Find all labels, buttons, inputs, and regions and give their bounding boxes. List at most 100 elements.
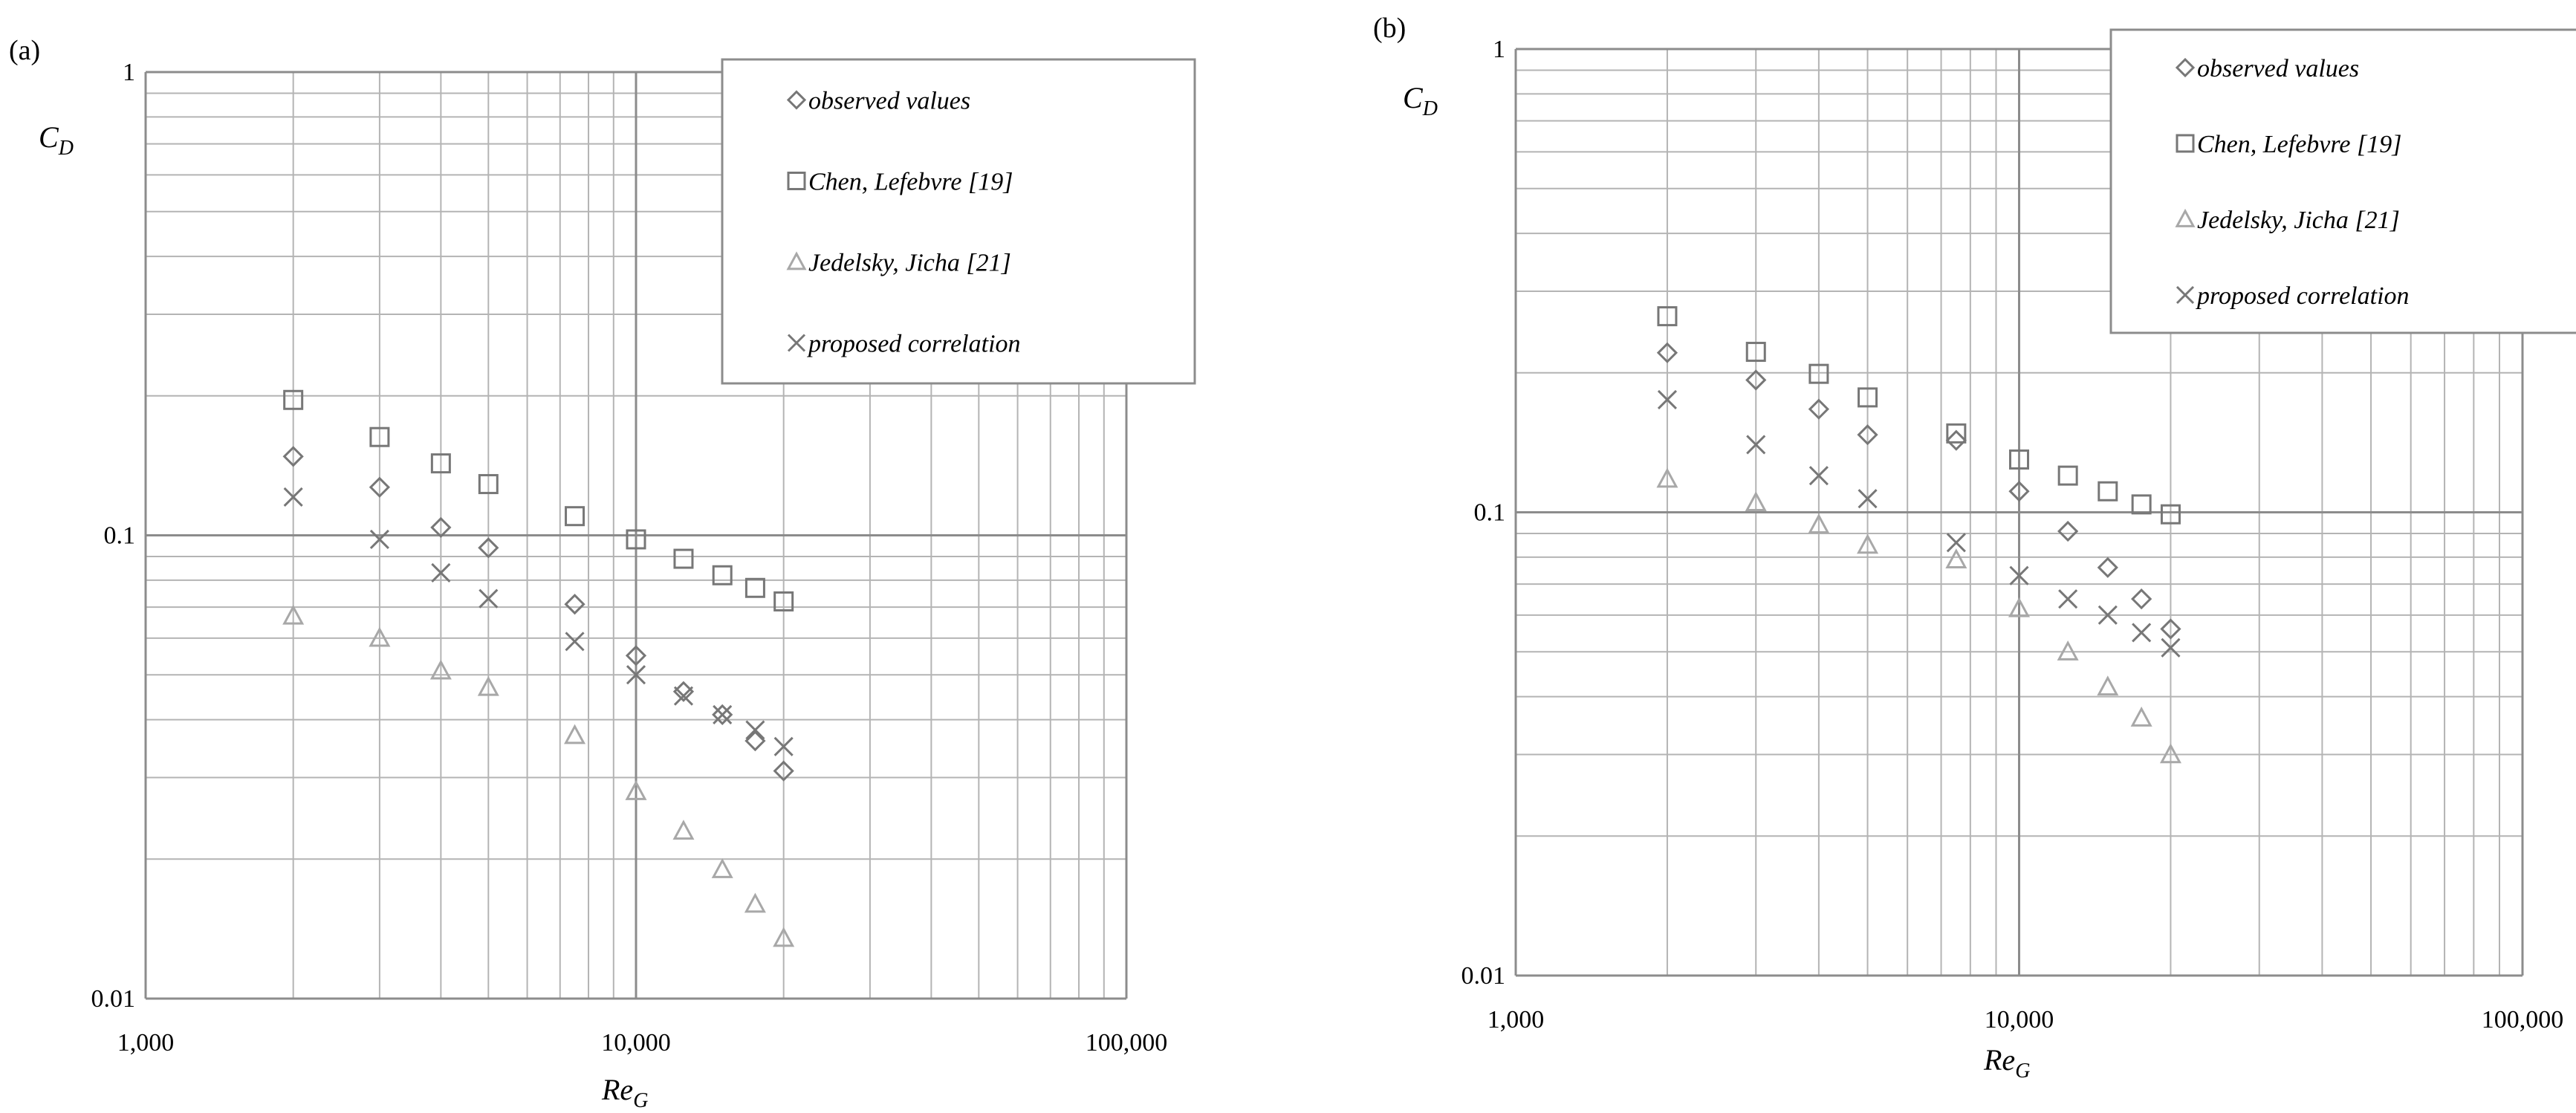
legend-entry-label: Chen, Lefebvre [19]: [2197, 131, 2401, 158]
triangle-point: [1945, 548, 1967, 569]
cross-point: [1946, 533, 1966, 553]
triangle-point: [2097, 675, 2119, 696]
square-point: [2057, 465, 2078, 486]
diamond-point: [672, 681, 695, 702]
legend-entry-label: Chen, Lefebvre [19]: [808, 169, 1013, 196]
diamond-point: [1857, 424, 1878, 446]
series-square: [283, 389, 794, 611]
diamond-point: [1945, 429, 1967, 451]
diamond-point: [1808, 398, 1830, 420]
diamond-point: [282, 446, 304, 467]
diamond-point: [564, 594, 585, 615]
diamond-point: [625, 645, 647, 666]
legend-triangle-icon: [2175, 208, 2196, 227]
legend-entry-label: observed values: [808, 88, 970, 115]
square-point: [744, 577, 765, 598]
legend-cross-icon: [2176, 285, 2195, 305]
cross-point: [431, 562, 451, 583]
y-tick-label: 0.01: [91, 985, 136, 1013]
triangle-point: [2057, 640, 2079, 661]
cross-point: [2009, 565, 2029, 585]
legend-box: [721, 58, 1196, 385]
diamond-point: [1656, 342, 1678, 363]
series-diamond: [1656, 342, 2181, 640]
legend-diamond-icon: [2175, 57, 2196, 78]
triangle-point: [282, 604, 305, 625]
legend-triangle-icon: [786, 251, 807, 270]
triangle-point: [1745, 491, 1767, 511]
cross-point: [2058, 589, 2078, 609]
legend-square-icon: [787, 172, 806, 190]
triangle-point: [2130, 706, 2152, 727]
square-point: [430, 453, 451, 474]
cross-point: [478, 588, 499, 609]
series-square: [1657, 306, 2181, 525]
square-point: [2098, 481, 2118, 502]
triangle-point: [1808, 513, 1830, 533]
triangle-point: [429, 659, 452, 680]
triangle-point: [744, 892, 766, 913]
square-point: [1858, 387, 1878, 408]
square-point: [565, 506, 585, 527]
diamond-point: [744, 730, 766, 752]
diamond-point: [2097, 556, 2118, 578]
legend-cross-icon: [787, 334, 806, 352]
legend-entry-label: Jedelsky, Jicha [21]: [808, 250, 1011, 277]
y-tick-label: 1: [123, 59, 135, 86]
legend-entry-label: observed values: [2197, 55, 2359, 82]
square-point: [1946, 423, 1967, 444]
cross-point: [1808, 466, 1829, 486]
diamond-point: [773, 760, 794, 782]
y-tick-label: 0.01: [1461, 962, 1506, 990]
panel-label: (a): [9, 35, 40, 66]
legend-entry-label: Jedelsky, Jicha [21]: [2197, 207, 2400, 234]
square-point: [478, 474, 499, 495]
cross-point: [773, 736, 794, 756]
panel-label: (b): [1373, 13, 1406, 44]
x-tick-label: 10,000: [601, 1029, 671, 1057]
triangle-point: [711, 858, 733, 878]
x-tick-label: 10,000: [1985, 1006, 2054, 1034]
cross-point: [283, 487, 303, 507]
cross-point: [673, 686, 694, 706]
square-point: [283, 389, 304, 410]
diamond-point: [2131, 588, 2152, 610]
triangle-point: [773, 927, 795, 947]
legend-entry-label: proposed correlation: [807, 331, 1021, 358]
square-point: [1808, 363, 1829, 384]
diamond-point: [2057, 520, 2079, 542]
square-point: [2009, 449, 2029, 470]
y-axis-label: CD: [39, 120, 74, 160]
y-axis-label: CD: [1403, 81, 1438, 120]
triangle-point: [625, 780, 647, 800]
legend-box: [2109, 28, 2576, 334]
x-tick-label: 100,000: [2482, 1006, 2564, 1034]
legend-square-icon: [2176, 134, 2195, 153]
diamond-point: [430, 516, 452, 539]
cross-point: [2132, 623, 2152, 643]
diamond-point: [2160, 618, 2181, 640]
square-point: [773, 591, 794, 611]
cross-point: [565, 632, 585, 652]
square-point: [626, 529, 646, 550]
legend-diamond-icon: [786, 90, 807, 110]
diamond-point: [2008, 481, 2030, 502]
series-cross: [283, 487, 794, 756]
triangle-point: [564, 724, 586, 744]
legend-entry-label: proposed correlation: [2196, 282, 2410, 310]
y-tick-label: 0.1: [104, 522, 136, 550]
y-tick-label: 0.1: [1474, 499, 1506, 527]
x-tick-label: 1,000: [117, 1029, 175, 1057]
cross-point: [2098, 605, 2118, 625]
x-tick-label: 1,000: [1487, 1006, 1545, 1034]
cross-point: [369, 529, 389, 550]
series-triangle: [1656, 467, 2181, 764]
square-point: [369, 426, 390, 447]
series-cross: [1657, 389, 2181, 658]
square-point: [1657, 306, 1678, 327]
cross-point: [1657, 389, 1678, 410]
x-axis-label: ReG: [601, 1073, 648, 1112]
cross-point: [713, 704, 733, 724]
